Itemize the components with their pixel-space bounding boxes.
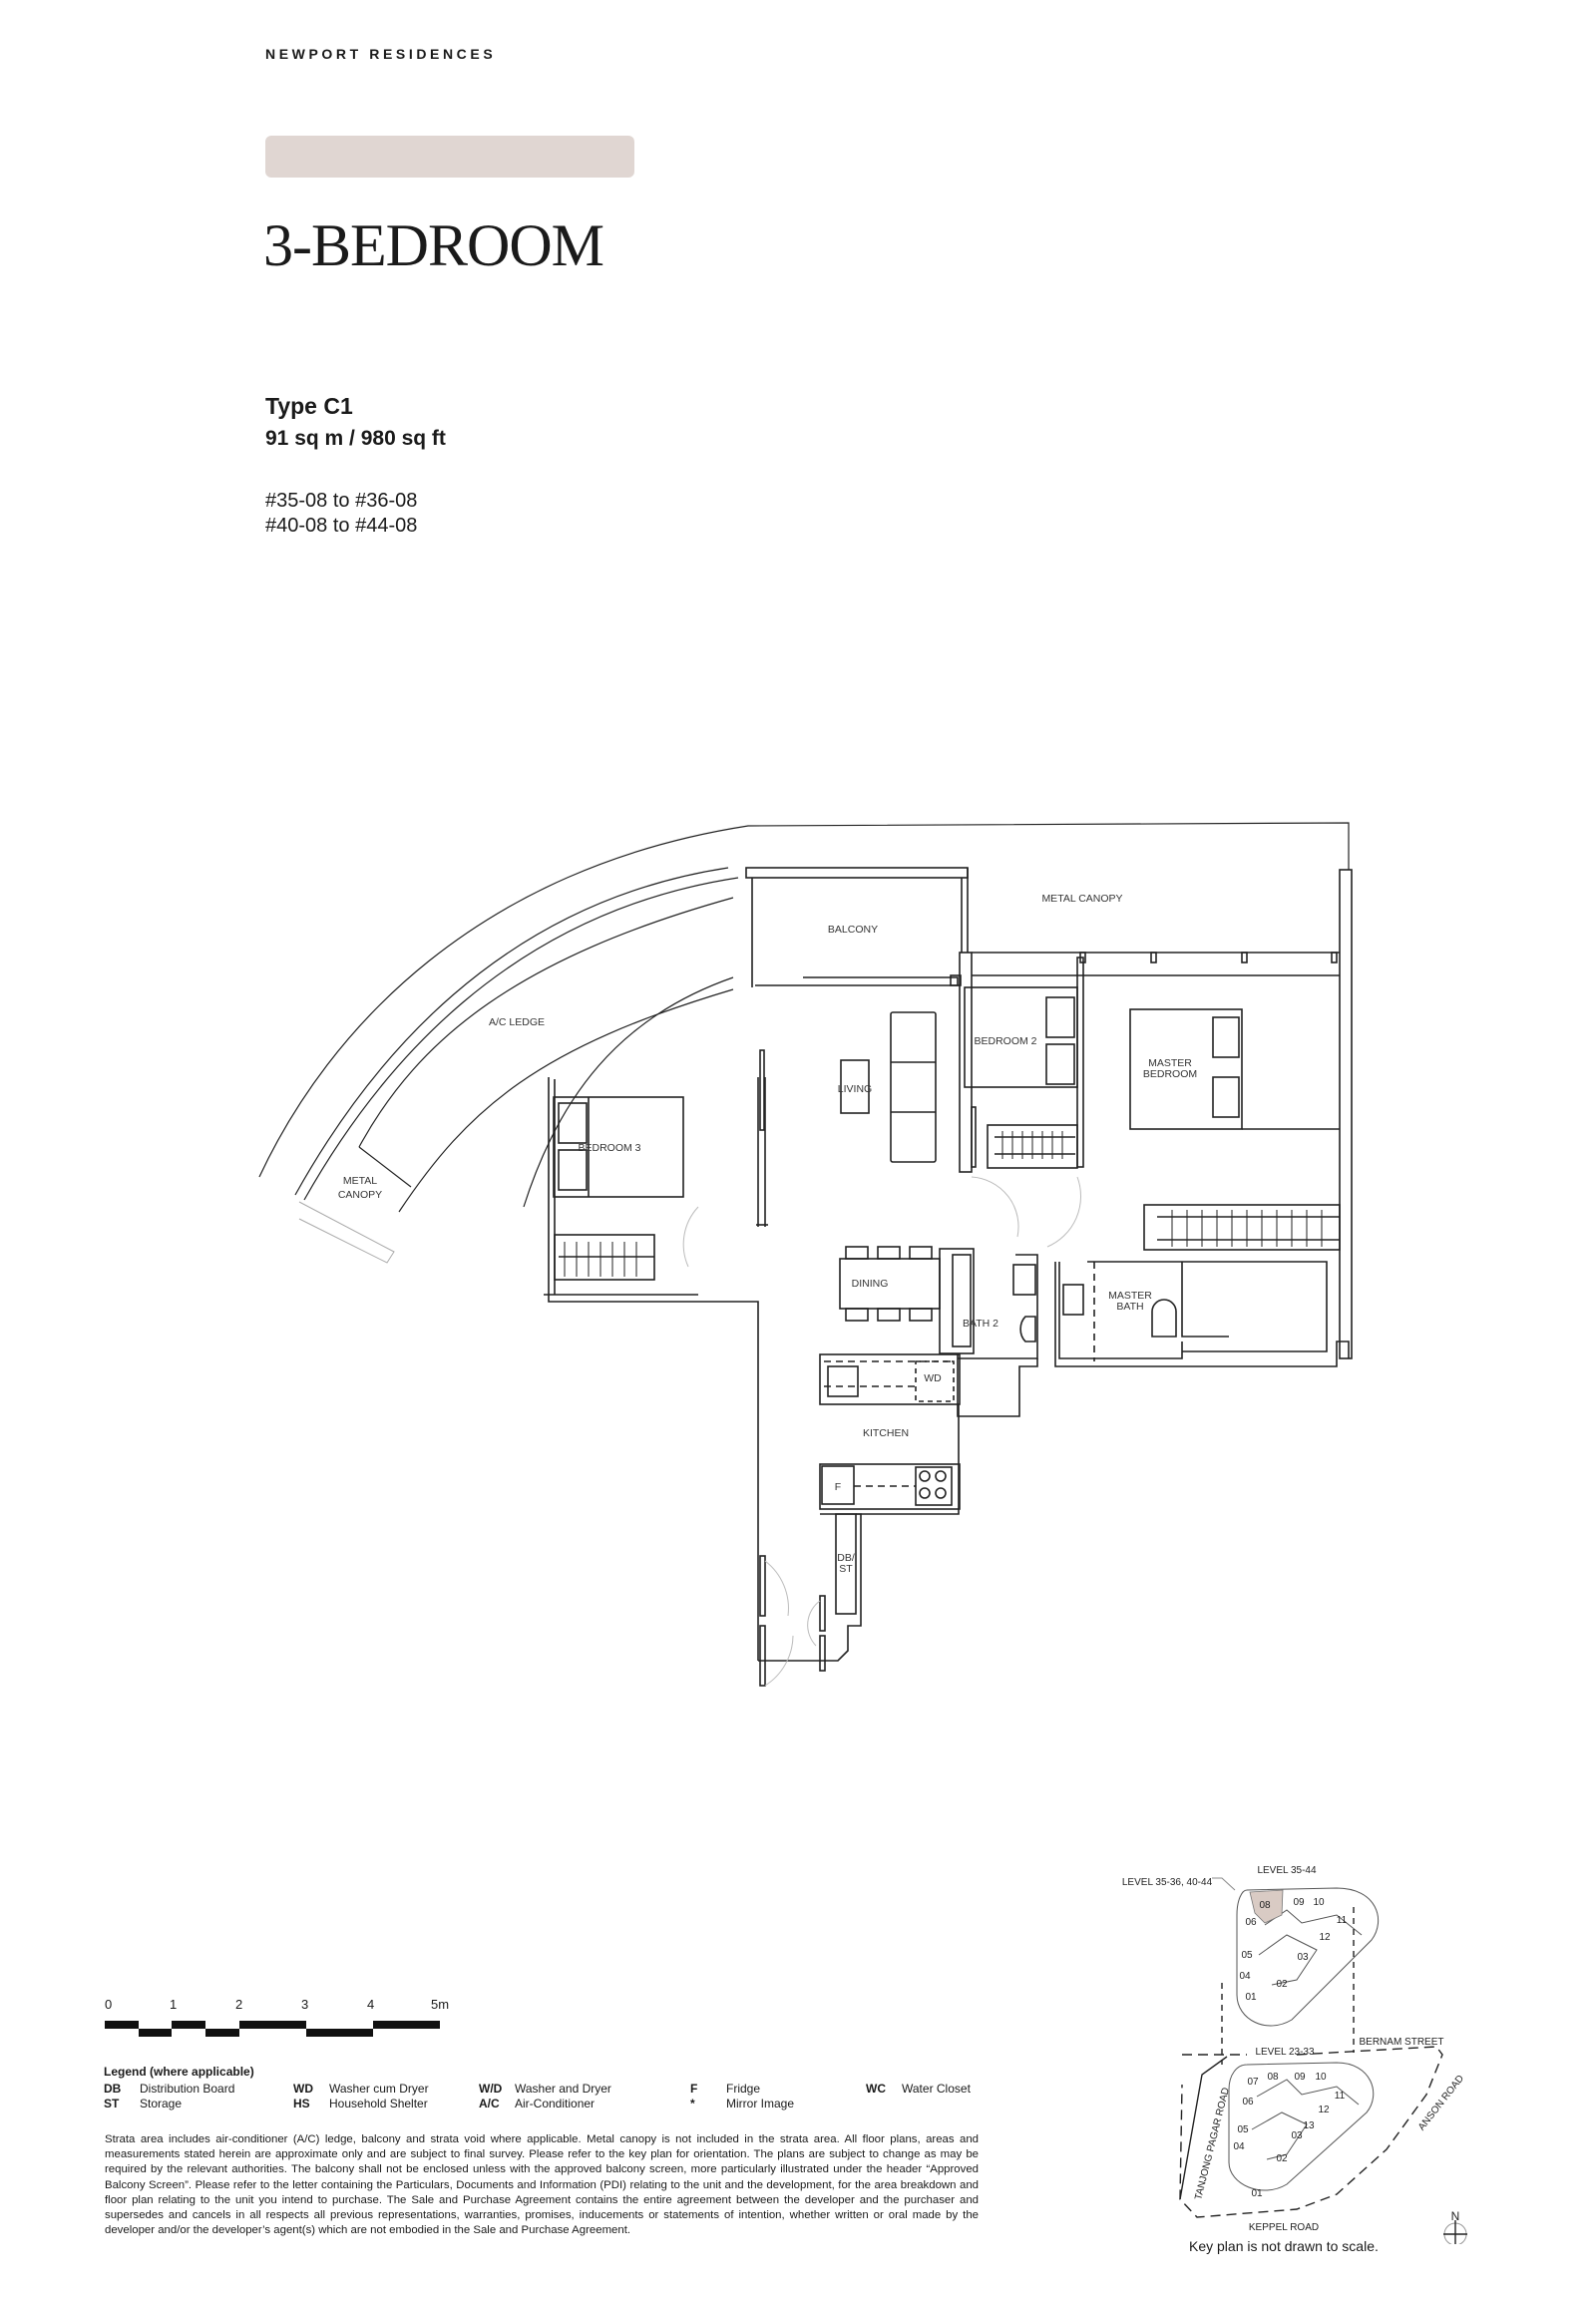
legend-item: *Mirror Image xyxy=(690,2097,795,2110)
key-plan-lower-level: LEVEL 23-33 xyxy=(1255,2047,1315,2058)
north-arrow-icon xyxy=(1443,2220,1467,2244)
room-label-master-bath: BATH xyxy=(1116,1301,1143,1313)
north-label: N xyxy=(1451,2209,1460,2223)
unit-range: #35-08 to #36-08 xyxy=(265,490,418,512)
room-label-db-st: DB/ xyxy=(837,1552,855,1564)
unit-number: 12 xyxy=(1319,1932,1331,1943)
scale-label: 2 xyxy=(235,1997,243,2012)
key-plan-note: Key plan is not drawn to scale. xyxy=(1189,2238,1379,2254)
unit-area: 91 sq m / 980 sq ft xyxy=(265,427,446,450)
room-label-fridge: F xyxy=(835,1481,841,1493)
room-label-dining: DINING xyxy=(852,1278,889,1290)
unit-number: 03 xyxy=(1297,1952,1309,1963)
unit-number: 01 xyxy=(1251,2188,1263,2199)
floor-plan: BALCONY METAL CANOPY A/C LEDGE METAL CAN… xyxy=(258,822,1353,1687)
road-anson-road: ANSON ROAD xyxy=(1416,2074,1466,2133)
unit-number: 02 xyxy=(1276,2153,1288,2164)
room-label-master-bedroom: BEDROOM xyxy=(1143,1068,1197,1080)
brand-name: NEWPORT RESIDENCES xyxy=(265,46,497,62)
unit-number: 08 xyxy=(1267,2072,1279,2083)
unit-number: 06 xyxy=(1242,2097,1254,2108)
unit-number: 02 xyxy=(1276,1979,1288,1990)
disclaimer: Strata area includes air-conditioner (A/… xyxy=(105,2133,979,2237)
scale-bar-graphic xyxy=(105,2021,440,2037)
unit-number: 07 xyxy=(1247,2077,1259,2088)
scale-label: 0 xyxy=(105,1997,113,2012)
unit-number: 10 xyxy=(1315,2072,1327,2083)
room-label-kitchen: KITCHEN xyxy=(863,1427,909,1439)
unit-number: 11 xyxy=(1337,1915,1348,1926)
room-label-db-st: ST xyxy=(839,1563,853,1575)
unit-number: 09 xyxy=(1294,2072,1306,2083)
unit-number: 01 xyxy=(1245,1992,1257,2003)
unit-number: 09 xyxy=(1293,1897,1305,1908)
unit-number: 13 xyxy=(1303,2120,1315,2131)
legend-title: Legend (where applicable) xyxy=(104,2065,254,2079)
key-plan: LEVEL 35-44 LEVEL 35-36, 40-44 08 09 10 … xyxy=(1122,1865,1467,2244)
unit-number: 12 xyxy=(1318,2105,1330,2115)
unit-number: 04 xyxy=(1239,1971,1251,1982)
unit-number: 10 xyxy=(1313,1897,1325,1908)
room-label-ac-ledge: A/C LEDGE xyxy=(489,1016,545,1028)
road-keppel-road: KEPPEL ROAD xyxy=(1249,2222,1319,2233)
unit-type: Type C1 xyxy=(265,393,353,419)
road-tanjong-pagar: TANJONG PAGAR ROAD xyxy=(1193,2087,1232,2201)
scale-label: 1 xyxy=(170,1997,178,2012)
highlighted-unit xyxy=(1249,1889,1284,1924)
room-label-metal-canopy: METAL CANOPY xyxy=(1041,893,1122,905)
road-bernam-street: BERNAM STREET xyxy=(1359,2037,1443,2048)
room-label-bedroom-3: BEDROOM 3 xyxy=(578,1142,640,1154)
unit-number: 05 xyxy=(1241,1950,1253,1961)
scale-label: 5m xyxy=(431,1997,450,2012)
scale-bar: 0 1 2 3 4 5m xyxy=(100,1997,449,2047)
scale-label: 3 xyxy=(301,1997,309,2012)
unit-range: #40-08 to #44-08 xyxy=(265,515,418,537)
room-label-metal-canopy-left: METAL xyxy=(343,1175,377,1187)
unit-number: 06 xyxy=(1245,1917,1257,1928)
room-label-living: LIVING xyxy=(838,1083,872,1095)
page-title: 3-BEDROOM xyxy=(263,212,604,278)
room-label-bath-2: BATH 2 xyxy=(963,1318,998,1330)
tag-bar xyxy=(265,136,634,178)
room-label-master-bedroom: MASTER xyxy=(1148,1057,1192,1069)
room-label-balcony: BALCONY xyxy=(828,924,878,936)
key-plan-upper-level: LEVEL 35-44 xyxy=(1257,1865,1317,1876)
unit-number: 11 xyxy=(1335,2091,1346,2102)
room-label-metal-canopy-left: CANOPY xyxy=(338,1189,382,1201)
unit-number: 05 xyxy=(1237,2124,1249,2135)
unit-number: 08 xyxy=(1259,1900,1271,1911)
room-label-wd: WD xyxy=(924,1372,942,1384)
scale-label: 4 xyxy=(367,1997,375,2012)
key-plan-callout: LEVEL 35-36, 40-44 xyxy=(1122,1877,1213,1888)
unit-number: 03 xyxy=(1291,2130,1303,2141)
unit-ranges: #35-08 to #36-08 #40-08 to #44-08 xyxy=(265,489,417,539)
unit-number: 04 xyxy=(1233,2141,1245,2152)
room-label-bedroom-2: BEDROOM 2 xyxy=(974,1035,1036,1047)
room-label-master-bath: MASTER xyxy=(1108,1290,1152,1302)
